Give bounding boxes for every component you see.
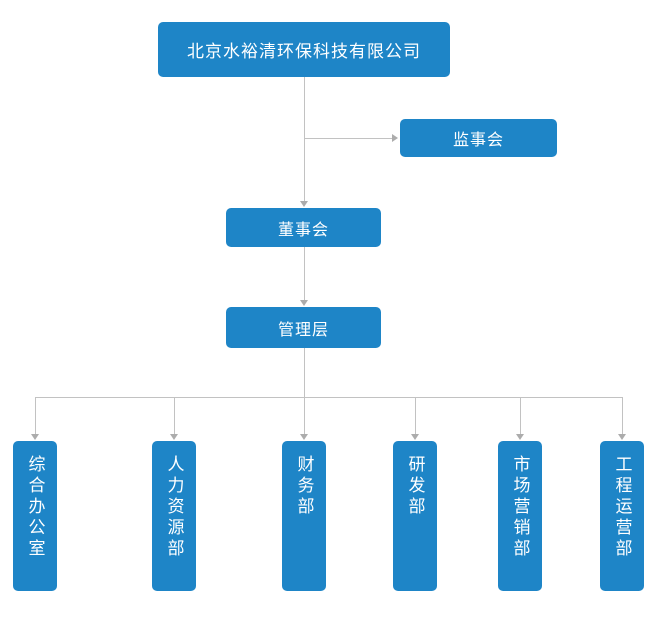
connector-drop-dept-1 bbox=[174, 397, 175, 434]
connector-root-to-supervisory bbox=[304, 138, 392, 139]
arrowhead-dept-0 bbox=[31, 434, 39, 440]
connector-drop-dept-5 bbox=[622, 397, 623, 434]
node-supervisory-board: 监事会 bbox=[400, 119, 557, 157]
node-management: 管理层 bbox=[226, 307, 381, 348]
connector-rail bbox=[35, 397, 622, 398]
connector-root-to-board bbox=[304, 77, 305, 201]
node-dept-finance: 财务部 bbox=[282, 441, 326, 591]
arrowhead-dept-2 bbox=[300, 434, 308, 440]
connector-drop-dept-0 bbox=[35, 397, 36, 434]
node-dept-engineering-operations: 工程运营部 bbox=[600, 441, 644, 591]
node-dept-marketing: 市场营销部 bbox=[498, 441, 542, 591]
dept-label: 人力资源部 bbox=[164, 455, 184, 560]
dept-label: 工程运营部 bbox=[612, 455, 632, 560]
dept-label: 研发部 bbox=[405, 455, 425, 518]
connector-board-to-management bbox=[304, 247, 305, 301]
arrowhead-dept-5 bbox=[618, 434, 626, 440]
node-board-of-directors: 董事会 bbox=[226, 208, 381, 247]
arrowhead-dept-3 bbox=[411, 434, 419, 440]
connector-management-to-rail bbox=[304, 348, 305, 397]
node-company-root: 北京水裕清环保科技有限公司 bbox=[158, 22, 450, 77]
arrowhead-dept-4 bbox=[516, 434, 524, 440]
connector-drop-dept-4 bbox=[520, 397, 521, 434]
arrowhead-management bbox=[300, 300, 308, 306]
dept-label: 市场营销部 bbox=[510, 455, 530, 560]
arrowhead-dept-1 bbox=[170, 434, 178, 440]
arrowhead-board bbox=[300, 201, 308, 207]
arrowhead-supervisory bbox=[392, 134, 398, 142]
dept-label: 综合办公室 bbox=[25, 455, 45, 560]
node-dept-general-office: 综合办公室 bbox=[13, 441, 57, 591]
node-dept-research-development: 研发部 bbox=[393, 441, 437, 591]
node-dept-human-resources: 人力资源部 bbox=[152, 441, 196, 591]
connector-drop-dept-3 bbox=[415, 397, 416, 434]
dept-label: 财务部 bbox=[294, 455, 314, 518]
connector-drop-dept-2 bbox=[304, 397, 305, 434]
